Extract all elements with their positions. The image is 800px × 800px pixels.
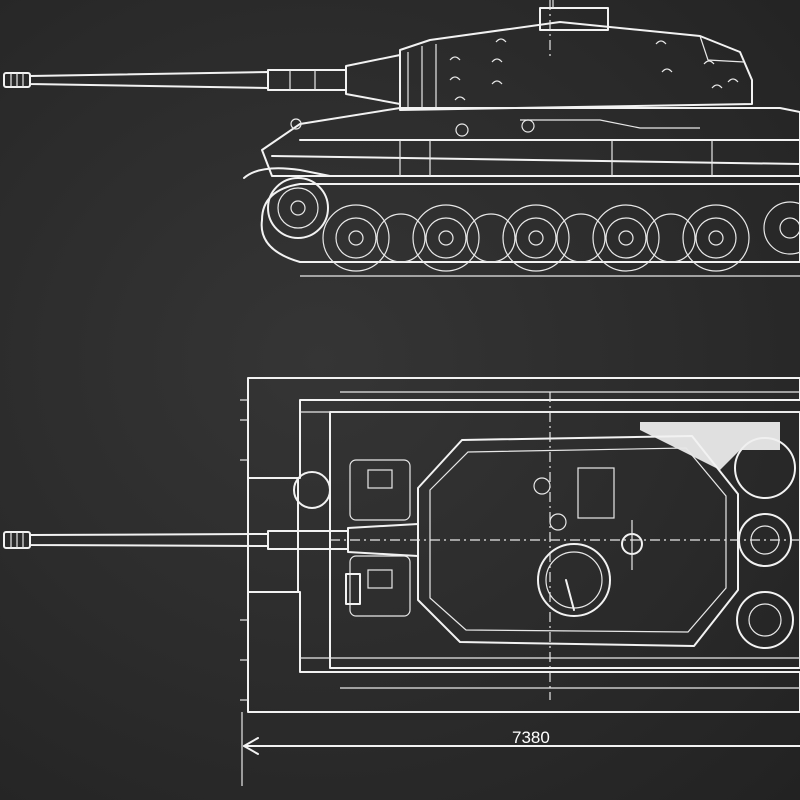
top-view — [3, 0, 800, 713]
side-hull — [243, 107, 800, 179]
top-turret — [417, 435, 739, 647]
side-view — [3, 0, 800, 277]
dimension-line: 7380 — [241, 712, 800, 786]
side-running-gear — [260, 177, 800, 277]
side-gun-barrel — [3, 54, 401, 105]
length-dimension-label: 7380 — [512, 728, 550, 747]
top-hull — [240, 377, 800, 713]
side-turret — [399, 0, 753, 111]
centerlines — [330, 0, 800, 700]
top-gun-barrel — [3, 523, 419, 557]
